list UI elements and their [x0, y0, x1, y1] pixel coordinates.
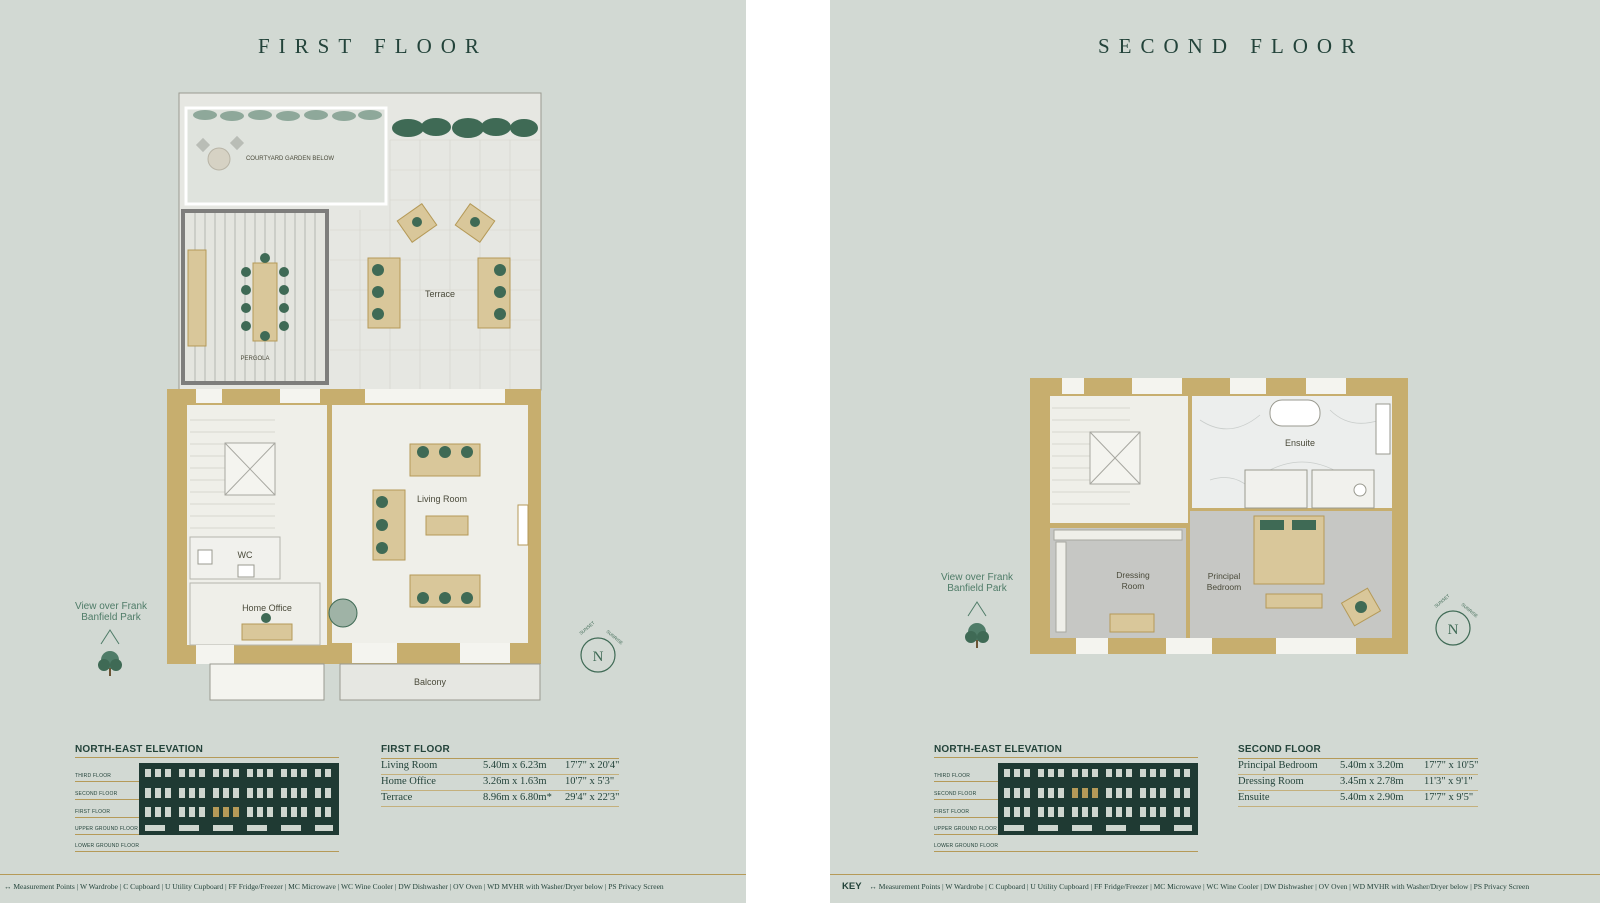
first-floor-page: FIRST FLOOR COURTYARD GARDEN BELOW	[0, 0, 746, 903]
view-label: View over Frank Banfield Park	[940, 572, 1014, 594]
svg-text:SUNSET: SUNSET	[578, 620, 595, 636]
svg-text:N: N	[593, 649, 604, 665]
table-row: Principal Bedroom 5.40m x 3.20m 17'7" x …	[1238, 759, 1478, 775]
table-row: Dressing Room 3.45m x 2.78m 11'3" x 9'1"	[1238, 775, 1478, 791]
elevation-title: NORTH-EAST ELEVATION	[75, 744, 204, 755]
dimensions-table: Principal Bedroom 5.40m x 3.20m 17'7" x …	[1238, 758, 1478, 807]
second-floor-plan: Ensuite Dressing Room Principal Bedroom	[965, 378, 1479, 654]
terrace-lounge	[367, 203, 511, 329]
table-row: Living Room 5.40m x 6.23m 17'7" x 20'4"	[381, 759, 619, 775]
office-label: Home Office	[242, 603, 292, 613]
terrace-planter	[392, 118, 538, 138]
view-label: View over Frank Banfield Park	[74, 601, 148, 623]
dining-table	[252, 262, 278, 342]
view-arrow-icon	[100, 629, 120, 645]
elevation-diagram: THIRD FLOOR SECOND FLOOR FIRST FLOOR UPP…	[934, 757, 1198, 852]
bench	[1265, 593, 1323, 609]
svg-text:SUNRISE: SUNRISE	[605, 629, 624, 646]
svg-text:N: N	[1448, 622, 1459, 638]
first-floor-plan: COURTYARD GARDEN BELOW PERGOLA	[98, 92, 624, 701]
plant-pot	[328, 598, 358, 628]
balcony	[339, 663, 541, 701]
courtyard-label: COURTYARD GARDEN BELOW	[246, 156, 334, 162]
tree-icon	[98, 651, 122, 676]
key-rule	[830, 874, 1600, 875]
terrace-label: Terrace	[425, 289, 455, 299]
wc-label: WC	[238, 550, 253, 560]
elevation-facade	[139, 763, 339, 835]
key-legend: KEY ↔ Measurement Points | W Wardrobe | …	[842, 881, 1530, 892]
svg-text:SUNRISE: SUNRISE	[1460, 602, 1479, 619]
ensuite-label: Ensuite	[1285, 438, 1315, 448]
compass-icon: N SUNSET SUNRISE	[578, 620, 624, 673]
elevation-title: NORTH-EAST ELEVATION	[934, 744, 1063, 755]
table-row: Ensuite 5.40m x 2.90m 17'7" x 9'5"	[1238, 791, 1478, 807]
page-title: FIRST FLOOR	[258, 34, 488, 58]
svg-text:SUNSET: SUNSET	[1433, 593, 1450, 609]
pergola-label: PERGOLA	[240, 356, 269, 362]
dressing-label-2: Room	[1122, 581, 1145, 591]
bedroom-label-1: Principal	[1208, 571, 1241, 581]
windows	[196, 389, 510, 664]
pergola-bench	[187, 249, 207, 347]
key-title: KEY	[842, 881, 862, 892]
bathtub	[1269, 399, 1321, 427]
tree-icon	[965, 623, 989, 648]
bedroom-label-2: Bedroom	[1207, 582, 1242, 592]
highlighted-unit	[1072, 788, 1098, 798]
table-title: SECOND FLOOR	[1238, 744, 1321, 755]
table-row: Home Office 3.26m x 1.63m 10'7" x 5'3"	[381, 775, 619, 791]
measurement-arrow-icon: ↔	[869, 882, 877, 891]
vanity	[1375, 403, 1391, 455]
bay	[209, 663, 325, 701]
key-rule	[0, 874, 746, 875]
highlighted-unit	[213, 807, 239, 817]
balcony-label: Balcony	[414, 677, 447, 687]
dressing-label-1: Dressing	[1116, 570, 1150, 580]
wardrobe-rail	[1053, 529, 1183, 541]
measurement-arrow-icon: ↔	[4, 882, 12, 891]
second-floor-page: SECOND FLOOR Ensuite Dressing Room	[830, 0, 1600, 903]
table-row: Terrace 8.96m x 6.80m* 29'4" x 22'3"	[381, 791, 619, 807]
table-title: FIRST FLOOR	[381, 744, 450, 755]
windows	[1062, 378, 1356, 654]
key-legend: ↔ Measurement Points | W Wardrobe | C Cu…	[4, 882, 664, 891]
page-title: SECOND FLOOR	[1098, 34, 1365, 58]
dimensions-table: Living Room 5.40m x 6.23m 17'7" x 20'4" …	[381, 758, 619, 807]
dining-chairs	[241, 253, 289, 341]
shower	[1244, 469, 1308, 509]
elevation-facade	[998, 763, 1198, 835]
compass-icon: N SUNSET SUNRISE	[1433, 593, 1479, 646]
dressing-table	[1109, 613, 1155, 633]
elevation-diagram: THIRD FLOOR SECOND FLOOR FIRST FLOOR UPP…	[75, 757, 339, 852]
living-room-furniture	[328, 443, 529, 628]
courtyard-planting	[193, 110, 382, 121]
view-arrow-icon	[967, 601, 987, 617]
living-room-label: Living Room	[417, 494, 467, 504]
